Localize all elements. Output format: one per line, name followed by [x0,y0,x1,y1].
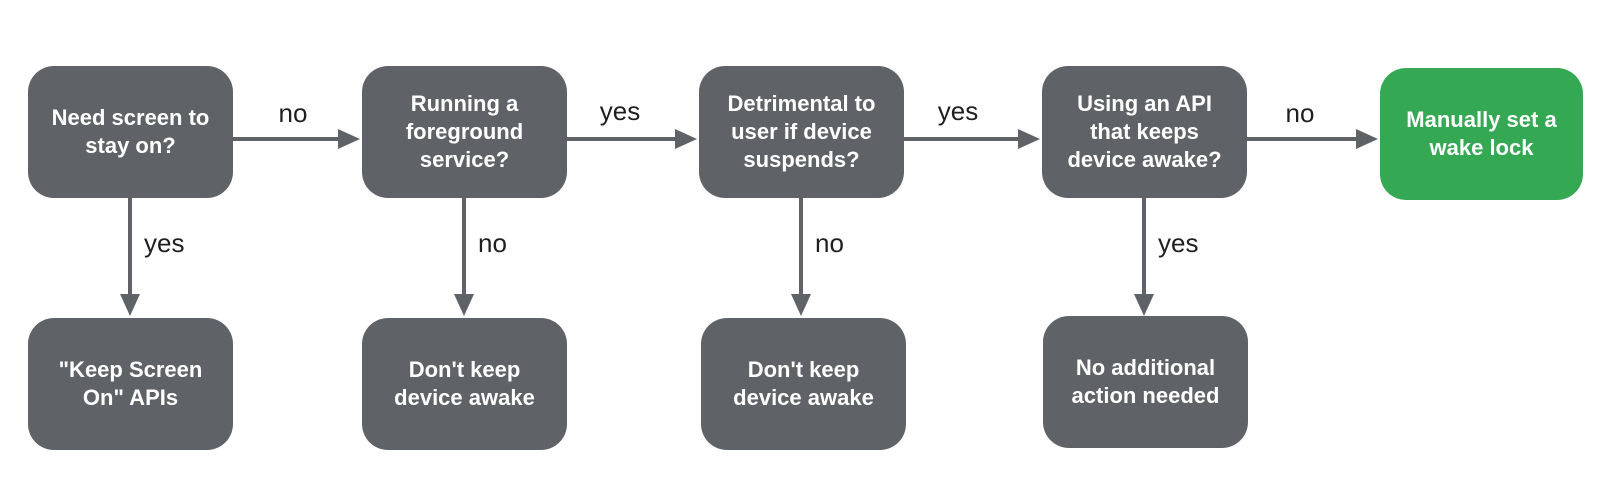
node-keep-screen-on-apis: "Keep Screen On" APIs [28,318,233,450]
edge-label-no-2: no [1285,98,1315,128]
edge-label-no-4: no [815,228,844,258]
node-dont-keep-device-awake-2: Don't keep device awake [701,318,906,450]
arrow-line-right-2 [567,137,677,141]
node-label: No additional action needed [1071,354,1220,408]
arrow-head-down-4-icon [1134,294,1154,316]
arrow-head-down-3-icon [791,294,811,316]
node-label: Using an API that keeps device awake? [1067,90,1222,173]
node-label: Manually set a wake lock [1406,106,1557,160]
arrow-head-right-3-icon [1018,129,1040,149]
edge-label-yes-4: yes [1158,228,1199,258]
node-label: Detrimental to user if device suspends? [727,90,876,173]
edge-label-no-3: no [478,228,507,258]
node-label: Need screen to stay on? [51,104,210,158]
node-dont-keep-device-awake-1: Don't keep device awake [362,318,567,450]
edge-label-yes-1: yes [599,96,641,126]
arrow-head-right-1-icon [338,129,360,149]
node-label: Running a foreground service? [405,90,524,173]
arrow-head-right-2-icon [675,129,697,149]
arrow-line-right-3 [904,137,1020,141]
edge-label-no-1: no [278,98,308,128]
arrow-line-down-3 [799,198,803,296]
node-manually-set-wake-lock: Manually set a wake lock [1380,68,1583,200]
node-label: "Keep Screen On" APIs [58,356,203,410]
arrow-line-right-1 [233,137,340,141]
edge-label-yes-2: yes [937,96,979,126]
arrow-line-down-4 [1142,198,1146,296]
arrow-line-right-4 [1247,137,1358,141]
node-label: Don't keep device awake [394,356,535,410]
node-no-additional-action-needed: No additional action needed [1043,316,1248,448]
arrow-line-down-1 [128,198,132,296]
arrow-head-down-2-icon [454,294,474,316]
node-running-foreground-service: Running a foreground service? [362,66,567,198]
node-using-api-that-keeps-device-awake: Using an API that keeps device awake? [1042,66,1247,198]
arrow-head-down-1-icon [120,294,140,316]
node-label: Don't keep device awake [733,356,874,410]
arrow-line-down-2 [462,198,466,296]
arrow-head-right-4-icon [1356,129,1378,149]
edge-label-yes-3: yes [144,228,185,258]
node-detrimental-if-device-suspends: Detrimental to user if device suspends? [699,66,904,198]
node-need-screen-to-stay-on: Need screen to stay on? [28,66,233,198]
